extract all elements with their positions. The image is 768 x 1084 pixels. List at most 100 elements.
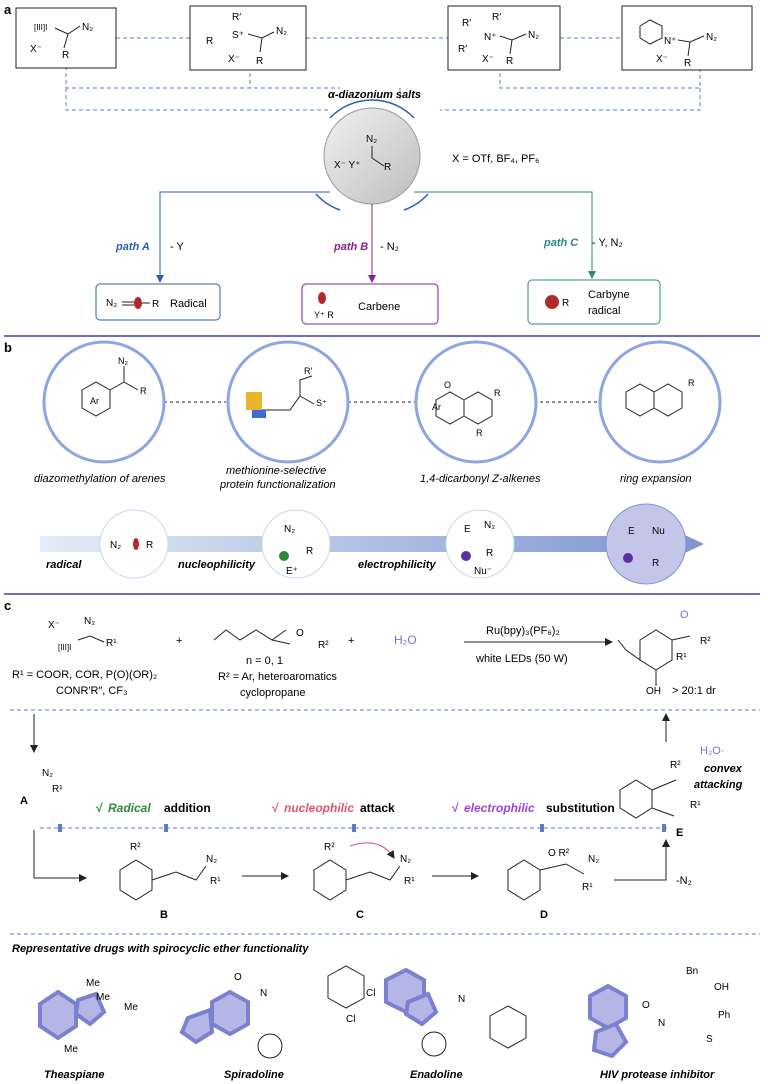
svg-text:Me: Me bbox=[64, 1044, 78, 1055]
step-3-check: √ bbox=[452, 801, 459, 815]
svg-text:R: R bbox=[684, 58, 691, 69]
svg-text:R: R bbox=[140, 386, 147, 396]
svg-text:E⁺: E⁺ bbox=[286, 566, 298, 577]
path-c-loss: - Y, N₂ bbox=[592, 237, 623, 249]
svg-text:R: R bbox=[384, 162, 391, 173]
svg-text:R: R bbox=[652, 558, 659, 569]
svg-text:O: O bbox=[296, 628, 304, 639]
svg-text:R: R bbox=[494, 388, 501, 398]
svg-text:OH: OH bbox=[646, 686, 661, 697]
svg-text:R²: R² bbox=[318, 640, 329, 651]
svg-text:Nu⁻: Nu⁻ bbox=[474, 566, 492, 577]
reactivity-1: radical bbox=[46, 559, 82, 571]
salt-anion-4: X⁻ bbox=[656, 54, 668, 65]
application-4: ring expansion bbox=[620, 473, 692, 485]
water-reagent: H₂O bbox=[394, 633, 417, 647]
svg-text:R′: R′ bbox=[232, 12, 241, 23]
svg-text:R: R bbox=[146, 540, 153, 551]
svg-text:N₂: N₂ bbox=[366, 134, 377, 145]
step-1-check: √ bbox=[96, 801, 103, 815]
svg-text:R¹: R¹ bbox=[676, 652, 687, 663]
svg-text:R¹: R¹ bbox=[210, 876, 221, 887]
svg-text:O R²: O R² bbox=[548, 848, 570, 859]
svg-text:N₂: N₂ bbox=[706, 32, 717, 43]
salt-box-ammonium: N⁺ X⁻ R′R′R′ N₂R bbox=[447, 5, 561, 71]
svg-text:E: E bbox=[628, 526, 635, 537]
timeline-ticks bbox=[58, 824, 666, 832]
svg-text:R′: R′ bbox=[458, 44, 467, 55]
svg-text:H₂O·: H₂O· bbox=[700, 745, 724, 757]
svg-text:N₂: N₂ bbox=[588, 854, 599, 865]
svg-text:R: R bbox=[152, 299, 159, 310]
svg-text:Nu: Nu bbox=[652, 526, 665, 537]
svg-text:N₂: N₂ bbox=[284, 524, 295, 535]
svg-text:[III]I: [III]I bbox=[58, 643, 71, 652]
panel-c-label: c bbox=[4, 598, 11, 613]
svg-text:R¹: R¹ bbox=[106, 638, 117, 649]
svg-text:R²: R² bbox=[670, 760, 681, 771]
counterions: X = OTf, BF₄, PF₆ bbox=[452, 153, 539, 165]
catalyst: Ru(bpy)₃(PF₆)₂ bbox=[486, 625, 560, 637]
svg-text:E: E bbox=[464, 524, 471, 535]
salt-atom-4: N⁺ bbox=[664, 36, 677, 47]
svg-text:S⁺: S⁺ bbox=[316, 398, 327, 408]
svg-text:S: S bbox=[706, 1034, 713, 1045]
intermediate-c: C bbox=[356, 909, 364, 921]
salt-anion-3: X⁻ bbox=[482, 54, 494, 65]
svg-text:R: R bbox=[476, 428, 483, 438]
drug-name-2: Spiradoline bbox=[224, 1069, 284, 1081]
application-circles bbox=[42, 340, 722, 464]
product-spiroether bbox=[617, 629, 691, 686]
intermediate-d-structure bbox=[507, 859, 585, 901]
drug-name-4: HIV protease inhibitor bbox=[600, 1069, 715, 1081]
svg-text:O: O bbox=[234, 972, 242, 983]
svg-text:Y⁺ R: Y⁺ R bbox=[314, 310, 334, 320]
salt-atom-2: S⁺ bbox=[232, 30, 244, 41]
svg-text:R′: R′ bbox=[304, 366, 312, 376]
svg-text:Cl: Cl bbox=[346, 1014, 355, 1025]
svg-text:R¹: R¹ bbox=[582, 882, 593, 893]
reactivity-3: electrophilicity bbox=[358, 559, 437, 571]
product-carbyne-box: R Carbyne radical bbox=[527, 279, 661, 325]
path-a-loss: - Y bbox=[170, 241, 185, 253]
svg-text:Ar: Ar bbox=[90, 396, 99, 406]
minus-n2: -N₂ bbox=[676, 875, 692, 887]
reagent-note-1: R¹ = COOR, COR, P(O)(OR)₂ bbox=[12, 669, 157, 681]
center-formula: X⁻ Y⁺ bbox=[334, 160, 361, 171]
intermediate-a: A bbox=[20, 795, 28, 807]
salt-atom-1: [III]I bbox=[34, 23, 47, 32]
step-2-rest: attack bbox=[360, 801, 395, 815]
svg-text:N₂: N₂ bbox=[484, 520, 495, 531]
svg-text:N₂: N₂ bbox=[118, 356, 128, 366]
drugs-heading: Representative drugs with spirocyclic et… bbox=[12, 943, 309, 955]
svg-text:R: R bbox=[256, 56, 263, 67]
step-2-key: nucleophilic bbox=[284, 801, 354, 815]
alkene-note-1: n = 0, 1 bbox=[246, 655, 283, 667]
salt-connectors bbox=[65, 37, 701, 111]
svg-text:R: R bbox=[506, 56, 513, 67]
application-1: diazomethylation of arenes bbox=[34, 473, 166, 485]
path-a-name: path A bbox=[115, 241, 150, 253]
alkene-note-2: R² = Ar, heteroaromatics bbox=[218, 671, 337, 683]
svg-text:O: O bbox=[642, 1000, 650, 1011]
application-3: 1,4-dicarbonyl Z-alkenes bbox=[420, 473, 541, 485]
svg-text:N: N bbox=[458, 994, 465, 1005]
application-2b: protein functionalization bbox=[219, 479, 336, 491]
drug-name-3: Enadoline bbox=[410, 1069, 463, 1081]
svg-text:R¹: R¹ bbox=[404, 876, 415, 887]
reactivity-circles bbox=[99, 509, 515, 579]
intermediate-c-structure bbox=[313, 842, 401, 901]
svg-text:Ar: Ar bbox=[432, 402, 441, 412]
svg-text:R: R bbox=[562, 298, 569, 309]
svg-text:R: R bbox=[306, 546, 313, 557]
step-2-check: √ bbox=[272, 801, 279, 815]
svg-text:N₂: N₂ bbox=[82, 22, 93, 33]
product-carbene-label: Carbene bbox=[358, 301, 400, 313]
svg-text:R′: R′ bbox=[492, 12, 501, 23]
product-carbyne-label-2: radical bbox=[588, 305, 620, 317]
svg-text:Ph: Ph bbox=[718, 1010, 730, 1021]
